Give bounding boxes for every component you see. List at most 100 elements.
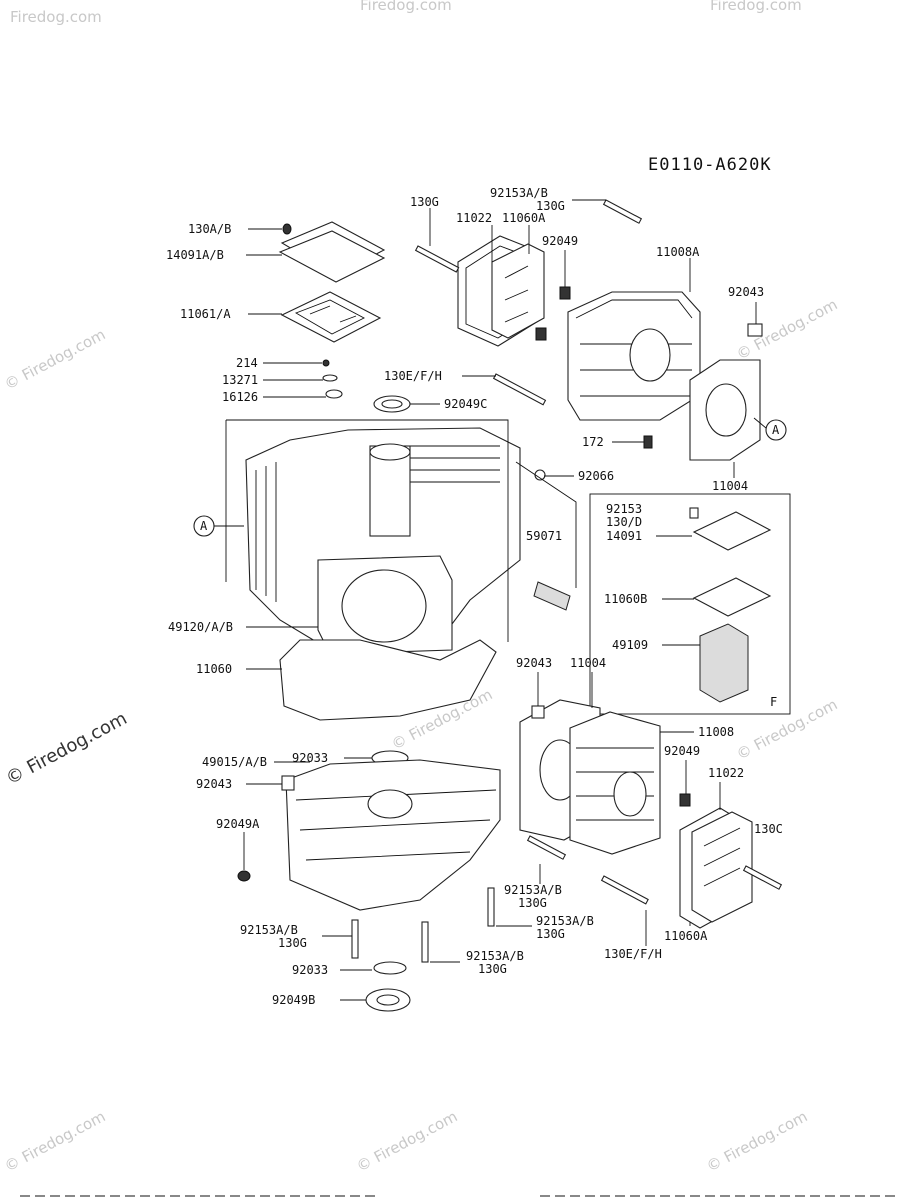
bolt-92153ab-mid2 (487, 887, 495, 927)
dowel-92043-right (747, 323, 763, 337)
label-11022-mid: 11022 (708, 766, 744, 780)
label-92049c: 92049C (444, 397, 487, 411)
label-214: 214 (236, 356, 258, 370)
label-11008a: 11008A (656, 245, 700, 259)
head-a-port (629, 328, 671, 382)
crankcase-cover-49015 (285, 759, 501, 911)
label-130g-bot: 130G (478, 962, 507, 976)
crankcase-cover-group (237, 750, 501, 1012)
label-92153ab-bot: 92153A/B (466, 949, 524, 963)
label-11022-top: 11022 (456, 211, 492, 225)
label-11008: 11008 (698, 725, 734, 739)
gasket-11060 (279, 639, 497, 721)
label-92153ab-mid2: 92153A/B (536, 914, 594, 928)
crankcase-cover-bore (367, 789, 413, 819)
part-labels: 130A/B 14091A/B 11061/A 214 13271 16126 … (166, 186, 783, 1007)
label-130g-left: 130G (278, 936, 307, 950)
bolt-92153ab-left (351, 919, 359, 959)
breather-plate-detail (294, 299, 365, 335)
label-92049-mid: 92049 (664, 744, 700, 758)
dowel-92043-left (281, 775, 295, 791)
label-130d-box: 130/D (606, 515, 642, 529)
frame-a-top (226, 419, 509, 642)
label-92049a: 92049A (216, 817, 260, 831)
bolt-130g-top (414, 245, 460, 273)
callout-a-right-leader (753, 417, 767, 429)
label-130c: 130C (754, 822, 783, 836)
box-f-group (589, 493, 791, 715)
label-11004-mid: 11004 (570, 656, 606, 670)
crankcase-group (225, 419, 577, 721)
callout-a-right: A (753, 417, 787, 441)
frame-59071 (515, 461, 577, 588)
label-11004-top: 11004 (712, 479, 748, 493)
label-172: 172 (582, 435, 604, 449)
label-130ab: 130A/B (188, 222, 231, 236)
label-92033-bot: 92033 (292, 963, 328, 977)
cover-14091 (692, 511, 772, 551)
label-11060a-bot: 11060A (664, 929, 708, 943)
label-130efh-top: 130E/F/H (384, 369, 442, 383)
rocker-cover-b-ribs (703, 827, 741, 887)
filter-59071 (533, 581, 571, 611)
callout-a-right-label: A (772, 423, 780, 437)
crankcase-bore-top (369, 443, 411, 461)
rocker-cover-11022-bot (691, 811, 753, 923)
cylinder-head-a-group (414, 199, 763, 461)
label-49015ab: 49015/A/B (202, 755, 267, 769)
label-130efh-bot: 130E/F/H (604, 947, 662, 961)
snap-ring-92033-bot (373, 961, 407, 975)
oil-seal-92049b-inner (376, 994, 400, 1006)
breather-screw (322, 359, 330, 367)
crankcase-fins-top (400, 445, 500, 483)
label-11060a-top: 11060A (502, 211, 546, 225)
box-f (589, 493, 791, 715)
screw-92153-box (689, 507, 699, 519)
element-49109 (699, 623, 749, 703)
label-92153ab-left: 92153A/B (240, 923, 298, 937)
label-16126: 16126 (222, 390, 258, 404)
cylinder-head-11008 (569, 711, 661, 855)
watermark-bottom-right: © Firedog.com (703, 1107, 810, 1175)
label-92049b: 92049B (272, 993, 315, 1007)
label-49120ab: 49120/A/B (168, 620, 233, 634)
breather-plate (280, 291, 382, 343)
label-11060: 11060 (196, 662, 232, 676)
breather-clip (325, 389, 343, 399)
breather-cover-group (278, 221, 411, 413)
label-92043-mid: 92043 (516, 656, 552, 670)
watermark-top-mid: Firedog.com (360, 0, 452, 14)
dowel-92049-mid (679, 793, 691, 807)
leader-lines (243, 199, 757, 1001)
watermark-left-1: © Firedog.com (1, 325, 108, 393)
bolt-92153ab-bot (421, 921, 429, 963)
label-92049-top: 92049 (542, 234, 578, 248)
callout-a-left-label: A (200, 519, 208, 533)
bolt-130c (742, 865, 783, 890)
label-11060b: 11060B (604, 592, 647, 606)
dowel-upper-left (535, 327, 547, 341)
callout-a-left: A (193, 515, 244, 537)
bolt-130efh-bot (600, 875, 649, 905)
label-92153ab-mid: 92153A/B (504, 883, 562, 897)
rocker-gasket-a (491, 243, 545, 339)
gasket-11060b (692, 577, 772, 617)
watermark-top-left: Firedog.com (10, 8, 102, 26)
label-49109: 49109 (612, 638, 648, 652)
label-14091ab: 14091A/B (166, 248, 224, 262)
bolt-92153ab-mid (526, 835, 567, 860)
cover-bolt (282, 223, 292, 235)
label-130g-top2: 130G (536, 199, 565, 213)
label-92043-left: 92043 (196, 777, 232, 791)
label-130g-top: 130G (410, 195, 439, 209)
bolt-92153ab-top (602, 199, 643, 224)
watermark-left-main: © Firedog.com (2, 708, 130, 789)
cylinder-head-b-fins (576, 747, 654, 821)
bolt-130efh-top (492, 373, 547, 406)
watermark-bottom-left: © Firedog.com (1, 1107, 108, 1175)
label-59071: 59071 (526, 529, 562, 543)
watermark-right-2: © Firedog.com (733, 695, 840, 763)
seal-92049a (237, 870, 251, 882)
callout-circle-a-right (765, 419, 787, 441)
